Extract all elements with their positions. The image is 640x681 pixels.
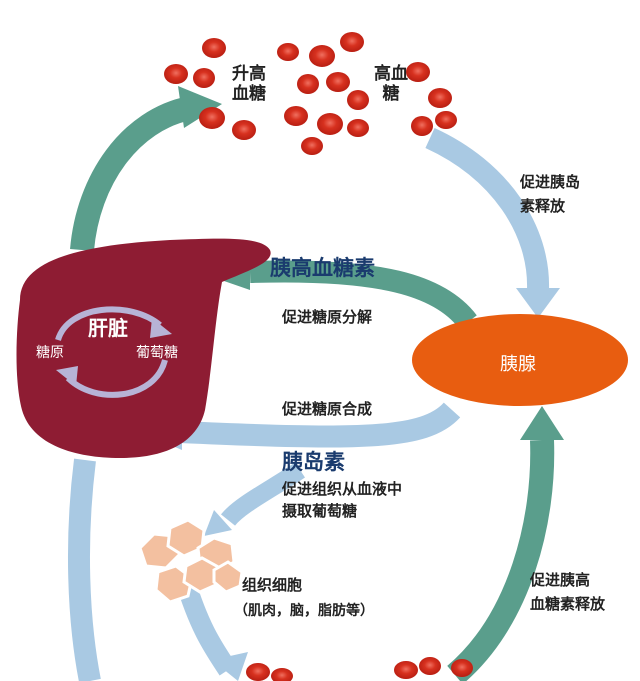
liver-to-bottom-arrow <box>67 458 101 681</box>
blood-to-pancreas-arrow <box>425 127 560 318</box>
tissue-uptake-arrow <box>204 462 305 536</box>
tissue-cells-icon <box>138 518 244 604</box>
insulin-label: 胰岛素 <box>282 450 345 474</box>
glycogen-cycle-icon <box>55 306 172 398</box>
blood-cells-bottom <box>246 657 473 681</box>
pancreas-shape <box>412 314 628 406</box>
pancreas-label: 胰腺 <box>500 354 536 375</box>
promote-glucagon-release-label: 促进胰高 血糖素释放 <box>530 571 606 613</box>
tissue-to-bottom-arrow <box>175 577 248 681</box>
glucagon-label: 胰高血糖素 <box>270 256 375 280</box>
glycogenolysis-label: 促进糖原分解 <box>282 308 373 326</box>
blood-to-pancreas-teal-arrow <box>447 406 564 681</box>
tissue-examples-label: （肌肉，脑，脂肪等） <box>234 603 374 619</box>
tissue-uptake-label: 促进组织从血液中 摄取葡萄糖 <box>282 480 403 520</box>
promote-insulin-release-label: 促进胰岛 素释放 <box>520 173 581 215</box>
blood-cells-top <box>164 32 457 155</box>
raised-blood-sugar-label: 升高 血糖 <box>232 64 266 104</box>
tissue-cells-label: 组织细胞 <box>242 576 303 594</box>
liver-title: 肝脏 <box>88 316 128 340</box>
glycogen-label: 糖原 <box>36 345 64 361</box>
glucose-label: 葡萄糖 <box>136 345 178 361</box>
liver-shape <box>16 238 271 458</box>
glycogenesis-label: 促进糖原合成 <box>282 400 373 418</box>
liver-to-blood-arrow <box>70 86 222 252</box>
high-blood-sugar-label: 高血 糖 <box>374 64 408 104</box>
